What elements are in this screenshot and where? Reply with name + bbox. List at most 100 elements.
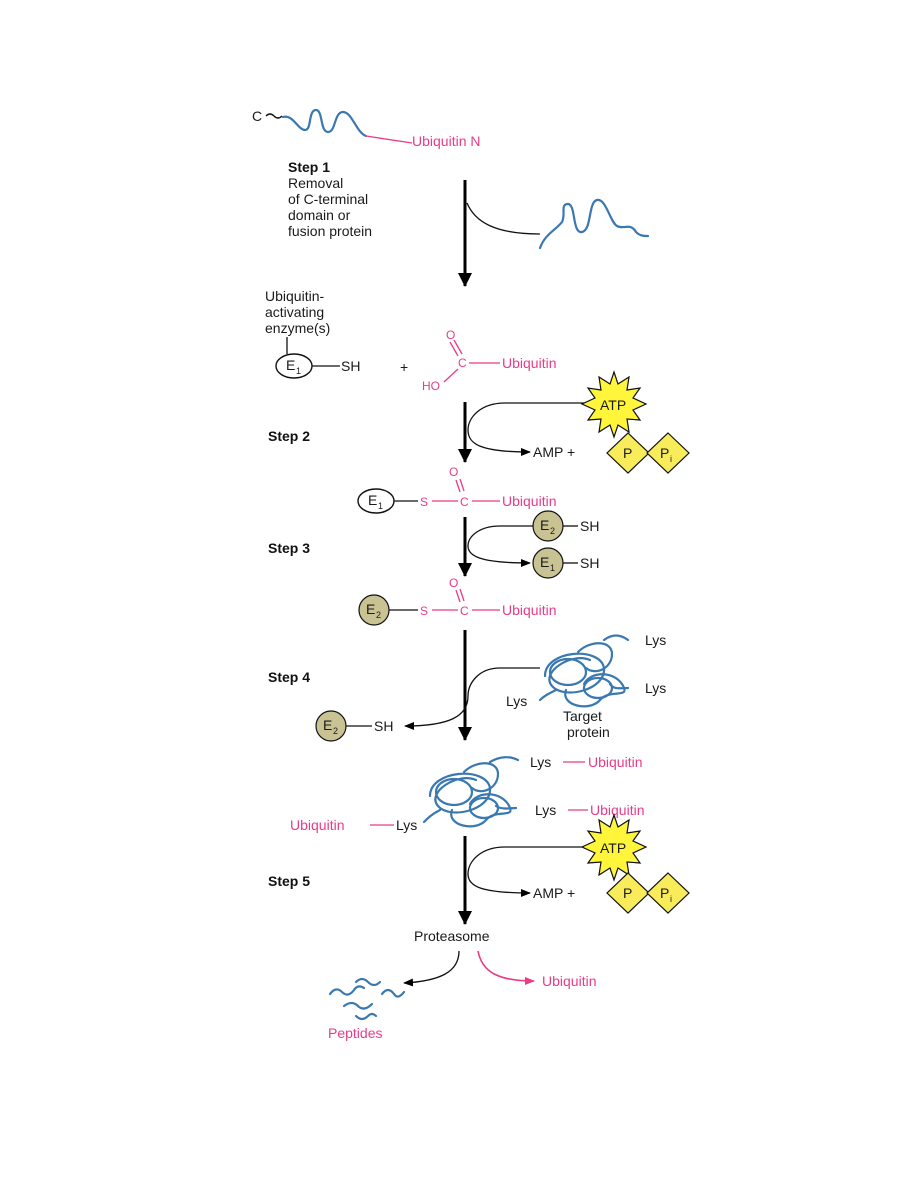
ubiquitin-label-e2: Ubiquitin bbox=[502, 602, 556, 618]
lys-label-left: Lys bbox=[506, 693, 527, 709]
ubiquitin-label-recycled: Ubiquitin bbox=[542, 973, 596, 989]
step-1: Step 1 Removal of C-terminal domain or f… bbox=[288, 159, 650, 287]
sulfur-label-e1: S bbox=[420, 495, 428, 509]
peptide-fragments bbox=[328, 977, 406, 1021]
hydroxyl-label: HO bbox=[422, 379, 440, 393]
atp-burst-step5: ATP bbox=[580, 813, 648, 882]
e2-thiol-label-released: SH bbox=[374, 718, 393, 734]
enzyme-label-line3: enzyme(s) bbox=[265, 320, 330, 336]
pyrophosphate-step2: P P i bbox=[606, 432, 690, 474]
ubiquitin-label-free: Ubiquitin bbox=[502, 355, 556, 371]
step-5: Step 5 ATP AMP + P P i bbox=[268, 813, 690, 925]
peptides-output-arrow bbox=[403, 950, 460, 987]
e2-thiol-label-step3: SH bbox=[580, 518, 599, 534]
phosphate-p-label-step5: P bbox=[623, 885, 632, 901]
atp-label-step2: ATP bbox=[600, 397, 626, 413]
lys-label-ub-right: Lys bbox=[535, 802, 556, 818]
ubiquitin-precursor: C Ubiquitin N bbox=[252, 108, 480, 149]
removed-fragment-chain bbox=[538, 198, 650, 250]
phosphate-p-label-step2: P bbox=[623, 445, 632, 461]
e1-letter: E bbox=[286, 357, 295, 373]
e2-enzyme-released: E 2 bbox=[315, 710, 347, 742]
enzyme-label-line2: activating bbox=[265, 304, 324, 320]
e1-enzyme-thioester: E 1 bbox=[357, 488, 395, 514]
lys-label-ub-top: Lys bbox=[530, 754, 551, 770]
amp-label-step5: AMP + bbox=[533, 885, 575, 901]
e2-letter-thioester: E bbox=[366, 601, 375, 617]
amp-output-curve-step5 bbox=[467, 873, 531, 897]
proteasome-products: Proteasome Ubiquitin Peptides bbox=[328, 928, 596, 1041]
e2-input-curve bbox=[467, 525, 533, 547]
step-1-desc-line2: of C-terminal bbox=[288, 191, 368, 207]
carbon-label: C bbox=[458, 356, 467, 370]
ubiquitin-n-link bbox=[365, 135, 413, 144]
target-label-line2: protein bbox=[567, 724, 610, 740]
e1-letter-2: E bbox=[368, 492, 377, 508]
e1-thiol-label: SH bbox=[341, 358, 360, 374]
ubiquitinated-protein: Lys Ubiquitin Lys Ubiquitin Ubiquitin Ly… bbox=[290, 754, 644, 833]
lys-label-top: Lys bbox=[645, 632, 666, 648]
step-4-title: Step 4 bbox=[268, 669, 310, 685]
e2-thioester: E 2 S O C Ubiquitin bbox=[358, 576, 556, 626]
amp-label-step2: AMP + bbox=[533, 444, 575, 460]
carbonyl-o-label-e2: O bbox=[449, 576, 458, 590]
proteasome-label: Proteasome bbox=[414, 928, 490, 944]
target-label-line1: Target bbox=[563, 708, 602, 724]
e2-letter-released: E bbox=[323, 717, 332, 733]
step-1-branch bbox=[466, 202, 541, 235]
pyrophosphate-step5: P P i bbox=[606, 872, 690, 914]
atp-input-curve-step5 bbox=[467, 846, 585, 875]
step-1-desc-line1: Removal bbox=[288, 175, 343, 191]
step-1-desc-line4: fusion protein bbox=[288, 223, 372, 239]
atp-input-curve bbox=[467, 402, 585, 431]
step-4: Step 4 Lys Lys Lys Target protein E 2 SH bbox=[268, 630, 666, 742]
sulfur-label-e2: S bbox=[420, 604, 428, 618]
atp-burst-step2: ATP bbox=[580, 370, 648, 439]
step-2-title: Step 2 bbox=[268, 428, 310, 444]
enzyme-label-line1: Ubiquitin- bbox=[265, 288, 324, 304]
phosphate-pi-label-step5: P bbox=[660, 885, 669, 901]
atp-label-step5: ATP bbox=[600, 840, 626, 856]
c-terminus-link bbox=[265, 113, 283, 119]
target-input-curve bbox=[467, 667, 540, 697]
step-1-desc-line3: domain or bbox=[288, 207, 351, 223]
step-1-title: Step 1 bbox=[288, 159, 330, 175]
step-3-title: Step 3 bbox=[268, 540, 310, 556]
step-2: Step 2 ATP AMP + P P i bbox=[268, 370, 690, 474]
ubiquitin-label-ub-top: Ubiquitin bbox=[588, 754, 642, 770]
phosphate-pi-label-step2: P bbox=[660, 445, 669, 461]
e1-thiol-label-released: SH bbox=[580, 555, 599, 571]
atp-burst-shape-step2 bbox=[580, 370, 648, 439]
ubiquitin-n-label: Ubiquitin N bbox=[412, 133, 480, 149]
step-5-title: Step 5 bbox=[268, 873, 310, 889]
peptides-label: Peptides bbox=[328, 1025, 382, 1041]
ubiquitin-carboxylate: O C Ubiquitin HO bbox=[422, 328, 556, 393]
activation-reactants: Ubiquitin- activating enzyme(s) E 1 SH +… bbox=[265, 288, 556, 393]
e1-subscript: 1 bbox=[296, 366, 301, 376]
e2-subscript-released: 2 bbox=[333, 726, 338, 736]
ubiquitin-label-e1: Ubiquitin bbox=[502, 493, 556, 509]
e1-subscript-2: 1 bbox=[378, 501, 383, 511]
atp-burst-shape-step5 bbox=[580, 813, 648, 882]
e1-thioester: E 1 S O C Ubiquitin bbox=[357, 465, 556, 514]
target-protein-tangle bbox=[538, 634, 630, 708]
e2-subscript-step3: 2 bbox=[550, 526, 555, 536]
e1-output-curve bbox=[467, 545, 531, 567]
e1-subscript-released: 1 bbox=[550, 563, 555, 573]
e1-letter-released: E bbox=[540, 554, 549, 570]
amp-output-curve bbox=[467, 429, 531, 456]
phosphate-pi-sub-step2: i bbox=[670, 454, 672, 464]
e1-enzyme: E 1 bbox=[275, 353, 313, 379]
c-terminus-label: C bbox=[252, 108, 262, 124]
ubiquitinated-tangle bbox=[422, 756, 520, 828]
plus-sign: + bbox=[400, 359, 408, 375]
lys-label-ub-left: Lys bbox=[396, 817, 417, 833]
ubiquitin-label-ub-right: Ubiquitin bbox=[590, 802, 644, 818]
step-3: Step 3 E 2 SH E 1 SH bbox=[268, 510, 599, 579]
precursor-chain bbox=[281, 108, 368, 138]
e2-subscript-thioester: 2 bbox=[376, 610, 381, 620]
ubiquitin-label-ub-left: Ubiquitin bbox=[290, 817, 344, 833]
carbon-label-e2: C bbox=[460, 604, 469, 618]
e2-letter-step3: E bbox=[540, 517, 549, 533]
